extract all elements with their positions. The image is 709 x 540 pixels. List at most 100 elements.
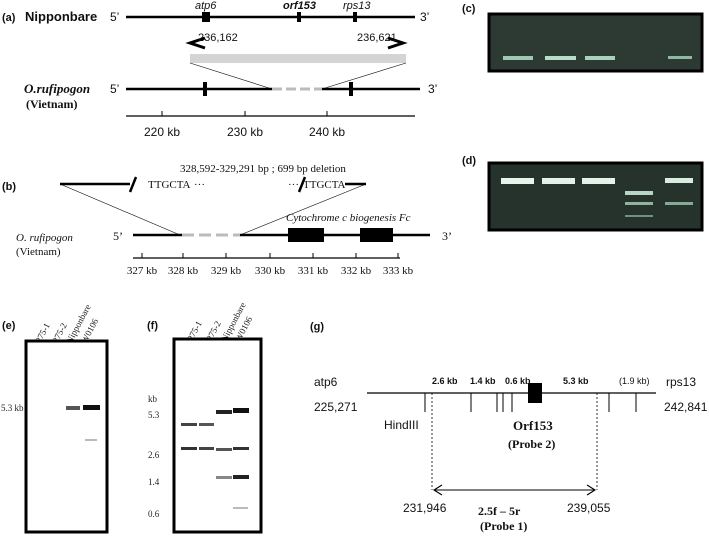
nipponbare-5prime: 5’: [110, 10, 119, 24]
nipponbare-3prime: 3’: [420, 10, 429, 24]
amplicon-bar: [190, 54, 406, 63]
panel-f: (f) P75-1 P75-2 Nipponbare W0106 kb 5.3 …: [147, 301, 263, 534]
g-pos-right: 239,055: [567, 501, 611, 515]
sequence-left: TTGCTA: [148, 179, 191, 191]
b-scale-label-327: 327 kb: [127, 265, 158, 277]
atp6-label: atp6: [195, 0, 217, 12]
f-marker-0-6: 0.6: [148, 509, 160, 519]
panel-d: (d): [462, 155, 704, 232]
panel-c-label: (c): [462, 3, 476, 15]
rps13-gene-block: [353, 12, 357, 22]
g-pos-left: 231,946: [403, 501, 447, 515]
g-fragment-5-3: 5.3 kb: [563, 376, 589, 386]
e-band-w0106-faint: [85, 439, 97, 441]
kb-scale-label-240: 240 kb: [309, 125, 345, 139]
f-band-w0106-2-6: [233, 447, 249, 450]
gel-d-band-1: [501, 178, 534, 184]
rufipogon-label: O.rufipogon: [24, 81, 90, 96]
f-band-w0106-0-6: [233, 507, 248, 509]
g-orf153-label: Orf153: [513, 418, 553, 433]
f-band-nipponbare-1-4: [216, 476, 232, 479]
g-arrow-head-left: [432, 484, 443, 496]
b-scale-label-333: 333 kb: [383, 265, 414, 277]
f-band-w0106-1-4: [233, 475, 249, 479]
rufipogon-vietnam-label: (Vietnam): [26, 97, 78, 111]
orf153-label: orf153: [283, 0, 316, 12]
f-band-nipponbare-5-3: [216, 410, 232, 414]
primer-left-position: 236,162: [198, 32, 238, 44]
gel-d-band-4c: [625, 215, 653, 217]
gel-d-band-4b: [625, 202, 653, 205]
rufipogon-gene-block-left: [203, 82, 207, 96]
g-rps13-label: rps13: [666, 375, 696, 389]
gel-d-band-5-top: [665, 178, 693, 183]
gel-image-c: [487, 12, 704, 73]
g-fragment-1-4: 1.4 kb: [470, 376, 496, 386]
deletion-text: 328,592-329,291 bp ; 699 bp deletion: [180, 163, 346, 175]
g-probe1-label: (Probe 1): [480, 519, 527, 533]
panel-a-label: (a): [2, 12, 16, 24]
forward-primer-arrow: [185, 36, 206, 50]
primer-right-position: 236,621: [357, 32, 397, 44]
atp6-gene-block: [202, 12, 210, 22]
g-atp6-label: atp6: [314, 375, 338, 389]
gel-image-d: [487, 161, 704, 232]
panel-e-label: (e): [2, 320, 16, 332]
b-scale-label-331: 331 kb: [298, 265, 329, 277]
f-band-p752-upper: [199, 423, 214, 426]
panel-e: (e) P75-1 P75-2 Nipponbare W0106 5.3 kb: [1, 303, 109, 534]
b-scale-label-329: 329 kb: [211, 265, 242, 277]
g-probe2-label: (Probe 2): [508, 437, 555, 451]
gel-c-band-1: [503, 56, 533, 60]
b-3prime: 3’: [442, 229, 452, 243]
b-projection-right: [239, 183, 367, 236]
cytochrome-gene-block-1: [288, 228, 324, 242]
f-band-nipponbare-2-6: [216, 448, 232, 451]
b-scale-label-328: 328 kb: [168, 265, 199, 277]
gel-d-band-5b: [665, 202, 693, 205]
projection-line-left: [189, 62, 273, 90]
rufipogon-gene-block-right: [349, 82, 353, 96]
e-size-marker: 5.3 kb: [1, 403, 24, 413]
b-projection-left: [59, 183, 181, 236]
cytochrome-gene-label: Cytochrome c biogenesis Fc: [286, 212, 411, 224]
breakpoint-right-mark: [297, 176, 307, 193]
panel-f-label: (f): [147, 320, 158, 332]
g-fragment-0-6: 0.6 kb: [505, 376, 531, 386]
panel-b: 328,592-329,291 bp ; 699 bp deletion (b)…: [2, 163, 452, 277]
f-band-p751-upper: [181, 423, 197, 426]
b-vietnam-label: (Vietnam): [16, 246, 61, 258]
f-marker-1-4: 1.4: [148, 477, 160, 487]
g-hindiii-label: HindIII: [384, 418, 419, 432]
panel-a: (a) Nipponbare 5’ 3’ atp6 orf153 rps13 2…: [2, 0, 437, 139]
b-5prime: 5’: [113, 229, 123, 243]
gel-c-band-5: [668, 56, 692, 59]
rufipogon-3prime: 3’: [428, 82, 437, 96]
g-fragment-1-9: (1.9 kb): [619, 376, 650, 386]
panel-b-label: (b): [2, 181, 16, 193]
g-fragment-2-6: 2.6 kb: [432, 376, 458, 386]
panel-g-label: (g): [310, 321, 324, 333]
e-band-w0106: [83, 405, 100, 410]
gel-d-band-4a: [625, 191, 653, 195]
panel-g: (g) atp6 rps13 225,271 242,841 2.6 kb 1.…: [310, 321, 708, 533]
b-scale-label-332: 332 kb: [341, 265, 372, 277]
e-band-nipponbare: [66, 406, 80, 410]
blot-image-e: [24, 339, 109, 534]
kb-scale-label-230: 230 kb: [227, 125, 263, 139]
b-scale-label-330: 330 kb: [255, 265, 286, 277]
f-band-p752-lower: [199, 447, 214, 450]
b-rufipogon-label: O. rufipogon: [16, 232, 73, 244]
cytochrome-gene-block-2: [360, 228, 393, 242]
reverse-primer-arrow: [387, 36, 408, 50]
f-marker-2-6: 2.6: [148, 450, 160, 460]
f-marker-5-3: 5.3: [148, 410, 160, 420]
g-right-position: 242,841: [664, 400, 708, 414]
g-primer-label: 2.5f – 5r: [478, 504, 521, 518]
gel-c-band-3: [585, 56, 615, 60]
gel-c-band-2: [545, 56, 576, 60]
f-kb-label: kb: [148, 394, 158, 404]
orf153-gene-block: [297, 12, 301, 22]
gel-d-band-3: [582, 178, 615, 184]
breakpoint-left-mark: [128, 176, 138, 193]
